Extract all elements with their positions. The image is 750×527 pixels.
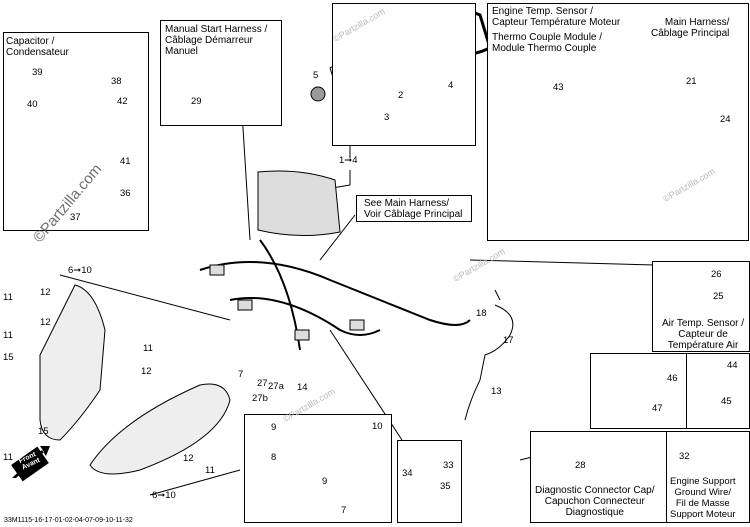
part-number: 11 bbox=[205, 465, 215, 476]
part-number: 12 bbox=[141, 366, 152, 377]
diag-cap-box bbox=[530, 431, 687, 523]
front-label: Front Avant bbox=[17, 451, 42, 472]
part-number: 13 bbox=[491, 386, 502, 397]
headlight-right bbox=[89, 383, 231, 475]
ground-wire-box bbox=[666, 431, 750, 523]
harness-connector bbox=[237, 299, 253, 311]
part-number: 43 bbox=[553, 82, 564, 93]
ground-wire-label: Engine Support Ground Wire/ Fil de Masse… bbox=[670, 476, 736, 520]
part-number: 38 bbox=[111, 76, 122, 87]
part-number: 33 bbox=[443, 460, 454, 471]
harness-connector bbox=[349, 319, 365, 331]
part-number: 3 bbox=[384, 112, 390, 123]
sensor-bracket-box bbox=[397, 440, 462, 523]
main-harness-wire bbox=[229, 297, 381, 336]
part-number: 7 bbox=[238, 369, 244, 380]
manual-start-box bbox=[160, 20, 282, 126]
part-number: 27a bbox=[268, 381, 284, 392]
capacitor-box bbox=[3, 32, 149, 231]
thermo-couple-label: Thermo Couple Module / Module Thermo Cou… bbox=[492, 32, 603, 54]
part-number: 17 bbox=[503, 335, 514, 346]
part-number: 6➞10 bbox=[68, 265, 92, 276]
part-number: 15 bbox=[3, 352, 14, 363]
front-indicator: Front Avant bbox=[12, 446, 48, 478]
see-main-harness-label: See Main Harness/ Voir Câblage Principal bbox=[364, 198, 463, 220]
capacitor-label: Capacitor / Condensateur bbox=[6, 36, 69, 58]
gauge-box bbox=[332, 3, 476, 146]
part-number: 15 bbox=[38, 426, 49, 437]
sensor-cable bbox=[494, 289, 501, 301]
part-number: 4 bbox=[448, 80, 454, 91]
part-number: 45 bbox=[721, 396, 732, 407]
part-number: 47 bbox=[652, 403, 663, 414]
part-number: 11 bbox=[143, 343, 153, 354]
part-number: 44 bbox=[727, 360, 738, 371]
part-number: 46 bbox=[667, 373, 678, 384]
leader-line bbox=[469, 259, 656, 266]
main-harness-wire bbox=[199, 261, 471, 326]
part-number: 27 bbox=[257, 378, 268, 389]
part-number: 12 bbox=[40, 317, 51, 328]
part-number: 12 bbox=[40, 287, 51, 298]
manual-start-label: Manual Start Harness / Câblage Démarreur… bbox=[165, 24, 268, 57]
leader-line bbox=[149, 469, 241, 496]
harness-connector bbox=[294, 329, 310, 341]
leader-line bbox=[319, 214, 356, 261]
drawing-code: 33M1115-16-17-01-02-04-07-09-10-11-32 bbox=[4, 517, 133, 524]
engine-box bbox=[487, 3, 749, 241]
part-number: 2 bbox=[398, 90, 404, 101]
sensor-cable bbox=[464, 304, 514, 421]
part-number: 29 bbox=[191, 96, 202, 107]
harness-connector bbox=[209, 264, 225, 276]
part-number: 10 bbox=[372, 421, 383, 432]
part-number: 35 bbox=[440, 481, 451, 492]
part-number: 9 bbox=[322, 476, 328, 487]
part-number: 28 bbox=[575, 460, 586, 471]
part-number: 8 bbox=[271, 452, 277, 463]
part-number: 32 bbox=[679, 451, 690, 462]
tube-box bbox=[590, 353, 687, 429]
part-number: 25 bbox=[713, 291, 724, 302]
part-number: 41 bbox=[120, 156, 131, 167]
part-number: 26 bbox=[711, 269, 722, 280]
part-number: 39 bbox=[32, 67, 43, 78]
instrument-cluster bbox=[257, 170, 341, 237]
part-number: 36 bbox=[120, 188, 131, 199]
diag-cap-label: Diagnostic Connector Cap/ Capuchon Conne… bbox=[535, 485, 655, 518]
part-number: 14 bbox=[297, 382, 308, 393]
part-number: 37 bbox=[70, 212, 81, 223]
part-number: 27b bbox=[252, 393, 268, 404]
engine-temp-label: Engine Temp. Sensor / Capteur Températur… bbox=[492, 6, 621, 28]
part-number: 11 bbox=[3, 292, 13, 303]
air-temp-box bbox=[652, 261, 750, 352]
headlight-left bbox=[39, 284, 106, 441]
gauge-knob bbox=[310, 86, 326, 102]
leader-line bbox=[59, 274, 231, 321]
clip-box bbox=[686, 353, 750, 429]
part-number: 40 bbox=[27, 99, 38, 110]
part-number: 18 bbox=[476, 308, 487, 319]
part-number: 1➞4 bbox=[339, 155, 358, 166]
part-number: 7 bbox=[341, 505, 347, 516]
part-number: 11 bbox=[3, 452, 13, 463]
see-main-harness-box bbox=[356, 195, 472, 222]
part-number: 11 bbox=[3, 330, 13, 341]
front-arrow-icon bbox=[11, 446, 50, 482]
part-number: 21 bbox=[686, 76, 697, 87]
main-harness-label: Main Harness/ Câblage Principal bbox=[651, 17, 730, 39]
main-harness-wire bbox=[259, 239, 301, 351]
part-number: 5 bbox=[313, 70, 319, 81]
part-number: 6➞10 bbox=[152, 490, 176, 501]
part-number: 12 bbox=[183, 453, 194, 464]
bulb-box bbox=[244, 414, 392, 523]
part-number: 34 bbox=[402, 468, 413, 479]
part-number: 9 bbox=[271, 422, 277, 433]
part-number: 24 bbox=[720, 114, 731, 125]
part-number: 42 bbox=[117, 96, 128, 107]
air-temp-label: Air Temp. Sensor / Capteur de Températur… bbox=[662, 318, 745, 351]
